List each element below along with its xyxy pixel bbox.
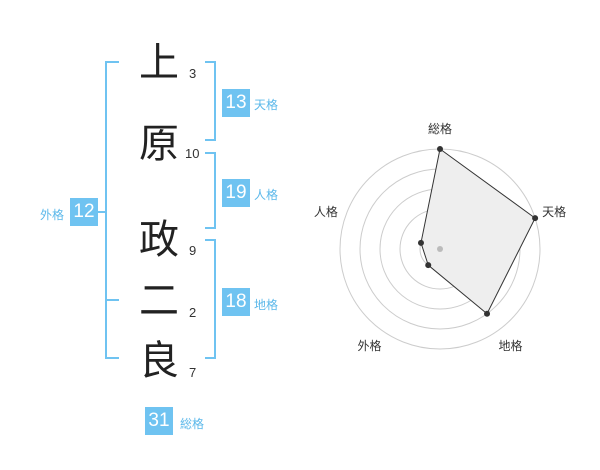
radar-axis-label-3: 外格	[357, 338, 381, 353]
radar-point-4	[417, 239, 424, 246]
radar-points	[417, 146, 539, 317]
stroke-count-4: 2	[189, 305, 197, 320]
name-char-3: 政	[139, 217, 179, 263]
radar-axis-label-1: 天格	[542, 204, 566, 219]
radar-axis-label-2: 地格	[498, 338, 522, 353]
radar-point-2	[484, 310, 491, 317]
radar-polygon	[420, 148, 536, 315]
ten-kaku-label: 天格	[254, 98, 279, 112]
chi-bracket	[205, 239, 216, 359]
souka-value: 31	[145, 407, 173, 435]
souka-label: 総格	[180, 417, 205, 431]
stroke-count-1: 3	[189, 66, 197, 81]
gai-kaku-label: 外格	[40, 208, 65, 222]
name-char-2: 原	[139, 121, 179, 167]
stroke-count-3: 9	[189, 243, 197, 258]
jin-kaku-label: 人格	[254, 188, 279, 202]
chi-kaku-label: 地格	[254, 298, 279, 312]
radar-point-3	[425, 262, 432, 269]
radar-point-1	[532, 215, 539, 222]
gai-kaku-value: 12	[70, 198, 98, 226]
stroke-count-5: 7	[189, 365, 197, 380]
name-char-1: 上	[139, 40, 179, 86]
chi-kaku-value: 18	[222, 288, 250, 316]
name-char-5: 良	[139, 338, 179, 384]
gai-bracket	[105, 61, 119, 359]
radar-axis-label-4: 人格	[314, 204, 338, 219]
stroke-count-2: 10	[185, 146, 200, 161]
ten-kaku-value: 13	[222, 89, 250, 117]
radar-axis-label-0: 総格	[428, 121, 452, 136]
radar-center-dot	[437, 246, 443, 252]
name-char-4: 二	[139, 278, 179, 324]
radar-point-0	[437, 146, 443, 152]
ten-bracket	[205, 61, 216, 141]
jin-bracket	[205, 152, 216, 229]
jin-kaku-value: 19	[222, 179, 250, 207]
